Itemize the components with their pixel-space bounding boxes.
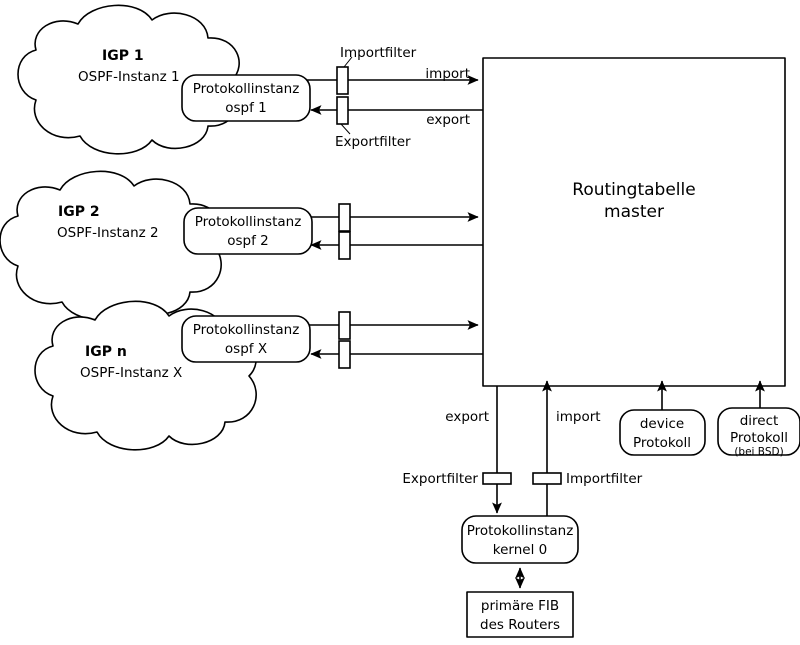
fib-line2: des Routers xyxy=(480,617,560,633)
device-protocol-box[interactable] xyxy=(619,409,706,456)
import-label-ospf1: import xyxy=(425,66,470,82)
bottom-import-label: import xyxy=(556,409,601,425)
importfilter-box-ospf2[interactable] xyxy=(338,203,351,232)
exportfilter-label-ospf1: Exportfilter xyxy=(335,134,411,150)
fib-box xyxy=(466,591,574,638)
cloud-igp1 xyxy=(17,4,240,155)
protocol-instance-ospf2-line2: ospf 2 xyxy=(227,233,269,249)
exportfilter-box-ospfx[interactable] xyxy=(338,340,351,369)
cloud-igp1-subtitle: OSPF-Instanz 1 xyxy=(78,69,180,85)
direct-protocol-line2: Protokoll xyxy=(730,430,788,446)
routing-table-line1: Routingtabelle xyxy=(572,180,695,200)
protocol-instance-ospf1-line1: Protokollinstanz xyxy=(193,81,300,97)
direct-protocol-box[interactable] xyxy=(717,407,800,456)
exportfilter-leader-ospf1 xyxy=(340,123,351,135)
direct-protocol-note: (bei BSD) xyxy=(734,446,783,458)
protocol-instance-kernel0-line2: kernel 0 xyxy=(493,542,547,558)
cloud-igp2-subtitle: OSPF-Instanz 2 xyxy=(57,225,159,241)
protocol-instance-kernel0-line1: Protokollinstanz xyxy=(467,523,574,539)
cloud-igp2-title: IGP 2 xyxy=(58,204,100,220)
bottom-importfilter-label: Importfilter xyxy=(566,471,643,487)
exportfilter-box-ospf1[interactable] xyxy=(336,96,349,125)
importfilter-leader-ospf1 xyxy=(343,56,353,68)
direct-protocol-line1: direct xyxy=(740,413,779,429)
protocol-instance-ospfx-line1: Protokollinstanz xyxy=(193,322,300,338)
protocol-instance-ospf2[interactable] xyxy=(183,207,313,255)
cloud-igp1-title: IGP 1 xyxy=(102,48,144,64)
importfilter-box-ospfx[interactable] xyxy=(338,311,351,340)
export-label-ospf1: export xyxy=(426,112,470,128)
protocol-instance-ospf2-line1: Protokollinstanz xyxy=(195,214,302,230)
protocol-instance-ospf1[interactable] xyxy=(181,74,311,122)
cloud-igpn-subtitle: OSPF-Instanz X xyxy=(80,365,182,381)
protocol-instance-kernel0[interactable] xyxy=(461,515,579,564)
bottom-importfilter-box[interactable] xyxy=(532,472,562,485)
cloud-igp2 xyxy=(0,170,222,321)
routing-table-master xyxy=(482,57,786,387)
bottom-exportfilter-label: Exportfilter xyxy=(402,471,478,487)
cloud-igpn-title: IGP n xyxy=(85,344,127,360)
protocol-instance-ospf1-line2: ospf 1 xyxy=(225,100,267,116)
device-protocol-line2: Protokoll xyxy=(633,435,691,451)
routing-table-line2: master xyxy=(604,202,664,222)
bottom-exportfilter-box[interactable] xyxy=(482,472,512,485)
exportfilter-box-ospf2[interactable] xyxy=(338,231,351,260)
bottom-export-label: export xyxy=(445,409,489,425)
device-protocol-line1: device xyxy=(640,416,684,432)
fib-line1: primäre FIB xyxy=(481,598,559,614)
protocol-instance-ospfx[interactable] xyxy=(181,315,311,363)
protocol-instance-ospfx-line2: ospf X xyxy=(225,341,267,357)
importfilter-label-ospf1: Importfilter xyxy=(340,45,417,61)
importfilter-box-ospf1[interactable] xyxy=(336,66,349,95)
